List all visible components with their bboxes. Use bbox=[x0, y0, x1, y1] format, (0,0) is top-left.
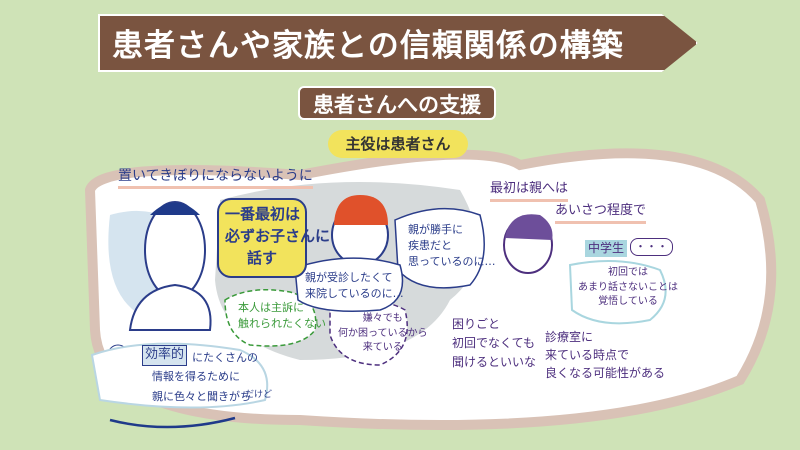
right-heading-1: 最初は親へは bbox=[490, 180, 569, 202]
patient-reason-bubble: 嫌々でも 何か困っているから 来ている bbox=[338, 313, 428, 353]
title-sign bbox=[98, 14, 698, 72]
right-heading-2: あいさつ程度で bbox=[555, 202, 647, 224]
efficiency-note: にたくさんの 情報を得るために 親に色々と聞きがち bbox=[152, 351, 258, 403]
concern-note: 困りごと 初回でなくても 聞けるといいな bbox=[452, 317, 537, 370]
improvement-note: 診療室に 来ている時点で 良くなる可能性がある bbox=[545, 330, 666, 380]
parent-speech-bubble: 親が受診したくて 来院しているのに… bbox=[305, 271, 404, 300]
page-title: 患者さんや家族との信頼関係の構築 bbox=[112, 28, 624, 64]
timeline-arrow-icon bbox=[109, 416, 236, 429]
parent-thought-bubble: 親が勝手に 疾患だと 思っているのに… bbox=[408, 223, 496, 268]
student-note: 初回では あまり話さないことは 覚悟している bbox=[578, 267, 678, 307]
student-label: 中学生 bbox=[585, 240, 628, 258]
efficiency-highlight: 効率的 bbox=[142, 345, 188, 366]
theme-badge: 主役は患者さん bbox=[328, 130, 468, 158]
doctor-illustration bbox=[144, 201, 206, 299]
silence-bubble: ・・・ bbox=[630, 238, 673, 256]
left-heading: 置いてきぼりにならないように bbox=[118, 166, 313, 190]
patient-feeling-bubble: 本人は主訴に 触れられたくない bbox=[238, 301, 326, 330]
doctor-speech-bubble: 一番最初は 必ずお子さんに 話す bbox=[217, 198, 330, 278]
efficiency-tail: だけど bbox=[245, 390, 273, 400]
section-title: 患者さんへの支援 bbox=[298, 86, 496, 120]
